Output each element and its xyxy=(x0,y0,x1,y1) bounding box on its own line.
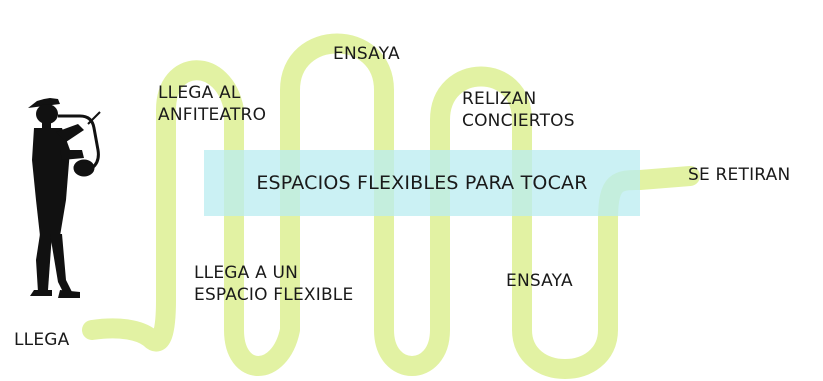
step-flexible-space-label: LLEGA A UN ESPACIO FLEXIBLE xyxy=(194,263,354,305)
flexible-spaces-band xyxy=(204,150,640,216)
saxophone-player-silhouette-icon xyxy=(28,98,84,298)
flexible-spaces-label: ESPACIOS FLEXIBLES PARA TOCAR xyxy=(256,172,588,194)
step-concerts-label: RELIZAN CONCIERTOS xyxy=(462,89,575,131)
step-retire-label: SE RETIRAN xyxy=(688,165,791,185)
journey-path xyxy=(82,33,700,379)
saxophone-icon xyxy=(58,111,101,177)
step-rehearse-bottom-label: ENSAYA xyxy=(506,271,573,291)
step-arrives-label: LLEGA xyxy=(14,330,70,350)
step-rehearse-top-label: ENSAYA xyxy=(333,44,400,64)
step-amphitheater-label: LLEGA AL ANFITEATRO xyxy=(158,83,267,125)
